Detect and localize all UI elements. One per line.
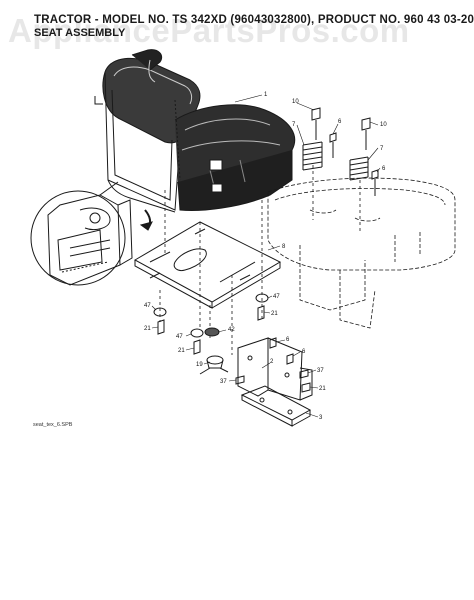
callout-21-center: 21 (178, 348, 185, 354)
bolt-21-bracket (301, 382, 311, 393)
callout-19: 19 (196, 362, 203, 368)
bracket-2 (237, 337, 313, 401)
callout-8-right: 10 (380, 122, 387, 128)
callout-37-left: 37 (220, 379, 227, 385)
callout-47-left: 47 (144, 303, 151, 309)
bolt-21-left (157, 319, 165, 335)
callout-10: 8 (282, 244, 286, 250)
callout-6-lower: 6 (382, 166, 386, 172)
exploded-view: 1 10 7 6 10 7 6 8 47 47 21 21 47 42 21 1… (30, 49, 456, 427)
parts-diagram: AppliancePartsPros.com TRACTOR - MODEL N… (8, 12, 474, 428)
callout-6-bracket-a: 6 (286, 337, 290, 343)
bolt-left-8 (311, 107, 321, 140)
callout-7-left: 7 (292, 122, 296, 128)
callout-labels: 1 10 7 6 10 7 6 8 47 47 21 21 47 42 21 1… (144, 92, 387, 421)
bolt-6-upper (329, 132, 337, 158)
callout-21-left: 21 (144, 326, 151, 332)
callout-37-right: 37 (317, 368, 324, 374)
bolt-6-lower (371, 169, 379, 196)
callout-47-right: 47 (273, 294, 280, 300)
callout-6-bracket-b: 6 (302, 349, 306, 355)
washer-47-center (190, 328, 204, 338)
bolt-21-center (193, 339, 201, 355)
callout-8-left: 10 (292, 99, 299, 105)
drawing-code: seat_tex_6.SPB (33, 422, 73, 428)
callout-47-center: 47 (176, 334, 183, 340)
bolt-37-right (299, 369, 309, 379)
spring-right (349, 156, 369, 181)
leader-lines (151, 94, 381, 418)
callout-21-right: 21 (271, 311, 278, 317)
tractor-frame (267, 177, 456, 329)
diagram-title: TRACTOR - MODEL NO. TS 342XD (9604303280… (34, 14, 474, 26)
callout-3: 3 (319, 415, 323, 421)
bolt-21-right (257, 305, 265, 321)
nut-6-bracket-b (286, 353, 294, 365)
seat (94, 49, 296, 213)
diagram-subtitle: SEAT ASSEMBLY (34, 27, 126, 39)
callout-2: 2 (270, 359, 274, 365)
bolt-37-left (235, 375, 245, 385)
washer-42 (204, 327, 220, 337)
bolt-right-8 (361, 117, 371, 150)
callout-42: 42 (228, 327, 235, 333)
callout-21-bracket: 21 (319, 386, 326, 392)
callout-6-upper: 6 (338, 119, 342, 125)
callout-7-right: 7 (380, 146, 384, 152)
bracket-3 (240, 385, 312, 427)
callout-1: 1 (264, 92, 268, 98)
nut-6-bracket-a (269, 337, 277, 349)
detail-inset (30, 181, 133, 286)
seat-knob (199, 355, 229, 375)
washer-47-left (153, 307, 167, 317)
detail-arrow-head (139, 221, 153, 231)
spring-left (302, 141, 323, 171)
guide-lines (159, 165, 361, 355)
seat-plate (133, 221, 282, 309)
